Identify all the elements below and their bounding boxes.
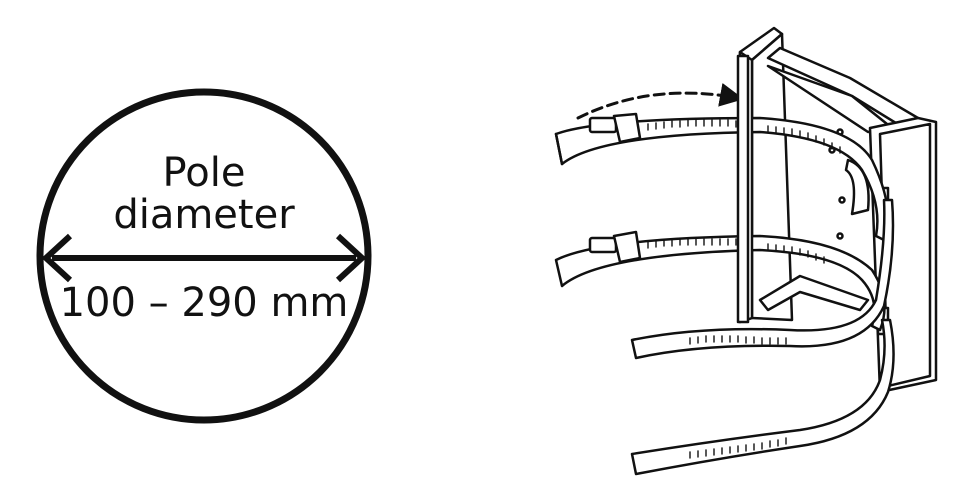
bracket-illustration <box>554 26 938 476</box>
pole-diameter-diagram: Pole diameter 100 – 290 mm <box>36 88 372 424</box>
double-arrow-icon <box>41 233 367 283</box>
hose-clamp-strap-illustration <box>554 112 890 242</box>
hose-clamp-strap-illustration <box>630 198 895 360</box>
label-diameter: diameter <box>113 192 295 238</box>
curved-dashed-arrow-icon <box>576 82 744 120</box>
label-diameter-range: 100 – 290 mm <box>60 280 349 326</box>
hose-clamp-strap-illustration <box>630 318 895 476</box>
hose-clamp-strap-illustration <box>554 230 886 332</box>
label-pole: Pole <box>163 150 246 196</box>
